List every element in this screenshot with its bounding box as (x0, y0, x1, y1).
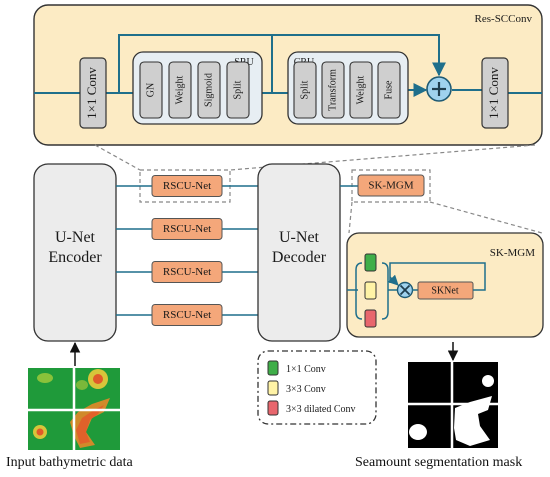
legend-label: 3×3 Conv (286, 384, 326, 395)
rscu-net-label: RSCU-Net (163, 223, 211, 235)
cru-block: Split (293, 61, 317, 119)
input-caption: Input bathymetric data (6, 455, 133, 470)
sknet-label: SKNet (431, 285, 458, 296)
legend-swatch (267, 400, 279, 416)
rscu-net-block: RSCU-Net (116, 218, 258, 240)
cru-block: Fuse (377, 61, 401, 119)
conv-3x3-dilated-branch (364, 309, 377, 328)
rscu-net-block: RSCU-Net (116, 304, 258, 326)
legend-swatch (267, 360, 279, 376)
decoder-line2: Decoder (272, 249, 327, 266)
sk-mgm-block: SK-MGM (357, 174, 425, 197)
cru-block-label: Transform (327, 69, 338, 111)
rscu-net-block: RSCU-Net (116, 261, 258, 283)
multiply-node-icon (396, 281, 414, 299)
rscu-net-label: RSCU-Net (163, 266, 211, 278)
output-caption: Seamount segmentation mask (355, 455, 523, 470)
conv-1x1-left-label: 1×1 Conv (84, 67, 99, 119)
legend: 1×1 Conv 3×3 Conv 3×3 dilated Conv (257, 350, 377, 425)
input-bathymetric-image (28, 341, 120, 450)
sk-mgm-title: SK-MGM (490, 247, 535, 259)
sknet-block: SKNet (417, 281, 474, 300)
sk-mgm-block-label: SK-MGM (368, 180, 413, 192)
conv-3x3-branch (364, 281, 377, 300)
decoder-line1: U-Net (279, 229, 320, 246)
rscu-net-label: RSCU-Net (163, 180, 211, 192)
sru-block: Split (226, 61, 250, 119)
cru-block-label: Weight (355, 75, 366, 104)
legend-label: 1×1 Conv (286, 364, 326, 375)
rscu-net-label: RSCU-Net (163, 309, 211, 321)
conv-1x1-branch (364, 253, 377, 272)
legend-label: 3×3 dilated Conv (286, 404, 356, 415)
res-scconv-title: Res-SCConv (475, 13, 533, 25)
sru-block-label: Sigmoid (203, 73, 214, 107)
sru-block-label: Weight (174, 75, 185, 104)
sk-mgm-panel: SK-MGM SKNet (346, 232, 544, 338)
segmentation-mask-image (408, 342, 498, 448)
legend-item: 3×3 Conv (267, 380, 326, 396)
unet-decoder: U-Net Decoder (257, 163, 341, 342)
encoder-line2: Encoder (48, 249, 102, 266)
sru-block: GN (139, 61, 163, 119)
sru-block: Sigmoid (197, 61, 221, 119)
res-scconv-panel: Res-SCConv 1×1 Conv SRU GNWeightSigmoidS… (33, 4, 543, 146)
sru-block-label: Split (232, 80, 243, 99)
conv-1x1-right: 1×1 Conv (481, 57, 509, 129)
cru-block: Weight (349, 61, 373, 119)
add-node-icon (426, 76, 452, 102)
cru-block-label: Fuse (383, 80, 394, 99)
cru-block-label: Split (299, 80, 310, 99)
legend-item: 3×3 dilated Conv (267, 400, 356, 416)
conv-1x1-left: 1×1 Conv (79, 57, 107, 129)
legend-swatch (267, 380, 279, 396)
rscu-net-block: RSCU-Net (116, 175, 258, 197)
sru-block: Weight (168, 61, 192, 119)
legend-item: 1×1 Conv (267, 360, 326, 376)
sru-block-label: GN (145, 83, 156, 97)
cru-block: Transform (321, 61, 345, 119)
encoder-line1: U-Net (55, 229, 96, 246)
conv-1x1-right-label: 1×1 Conv (486, 67, 501, 119)
unet-encoder: U-Net Encoder (33, 163, 117, 342)
